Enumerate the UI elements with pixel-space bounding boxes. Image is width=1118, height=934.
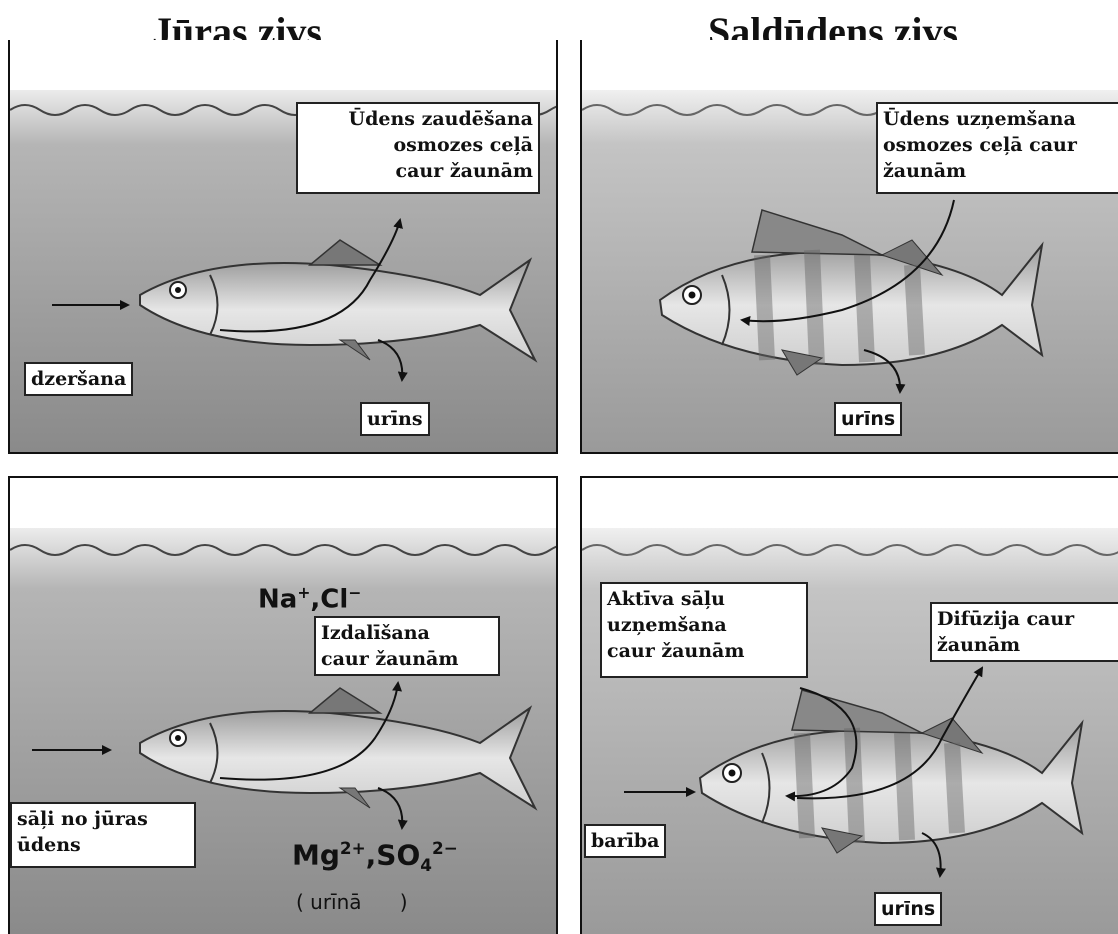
label-urine: urīns [360, 402, 430, 436]
label-active-uptake: Aktīva sāļu uzņemšana caur žaunām [600, 582, 808, 678]
ions-urine-note: ( urīnā ) [296, 890, 408, 914]
panel-fresh-water: Ūdens uzņemšana osmozes ceļā caur žaunām… [580, 40, 1118, 454]
panel-marine-water: Ūdens zaudēšana osmozes ceļā caur žaunām… [8, 40, 558, 454]
label-salt-intake: sāļi no jūras ūdens [10, 802, 196, 868]
ions-na-cl: Na+,Cl− [258, 584, 361, 615]
label-water-uptake: Ūdens uzņemšana osmozes ceļā caur žaunām [876, 102, 1118, 194]
label-diffusion: Difūzija caur žaunām [930, 602, 1118, 662]
label-urine: urīns [874, 892, 942, 926]
ions-mg-so4: Mg2+,SO42− [292, 838, 458, 875]
label-food: barība [584, 824, 666, 858]
label-drinking: dzeršana [24, 362, 133, 396]
panel-marine-salt: Na+,Cl− Izdalīšana caur žaunām sāļi no j… [8, 476, 558, 934]
label-excretion: Izdalīšana caur žaunām [314, 616, 500, 676]
panel-fresh-salt: Aktīva sāļu uzņemšana caur žaunām Difūzi… [580, 476, 1118, 934]
label-urine: urīns [834, 402, 902, 436]
fresh-salt-scene [582, 478, 1118, 934]
label-water-loss: Ūdens zaudēšana osmozes ceļā caur žaunām [296, 102, 540, 194]
